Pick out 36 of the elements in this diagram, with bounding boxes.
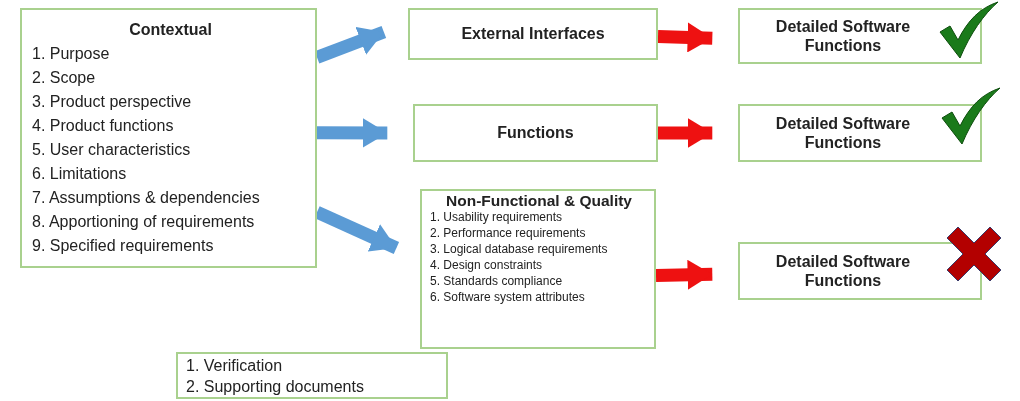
list-item: 5. Standards compliance (430, 273, 564, 289)
list-item: 7. Assumptions & dependencies (32, 188, 261, 208)
list-item: 9. Specified requirements (32, 236, 215, 256)
arrow (657, 22, 713, 53)
list-item: 6. Software system attributes (430, 289, 586, 305)
list-item: 2. Performance requirements (430, 225, 587, 241)
list-item: 8. Apportioning of requirements (32, 212, 256, 232)
box-heading: Non-Functional & Quality (445, 193, 633, 209)
list-item: 3. Logical database requirements (430, 241, 609, 257)
list-item: 6. Limitations (32, 164, 128, 184)
text-box (413, 104, 658, 162)
list-item: 2. Scope (32, 68, 97, 88)
list-item: 1. Purpose (32, 44, 111, 64)
text-box (20, 8, 317, 268)
box-heading: Contextual (128, 20, 213, 40)
text-box (176, 352, 448, 399)
box-label: Detailed Software Functions (774, 113, 912, 153)
arrow (658, 118, 713, 148)
list-item: 4. Design constraints (430, 257, 544, 273)
text-box (738, 242, 982, 300)
list-item: 1. Verification (186, 355, 284, 376)
arrow (316, 117, 388, 148)
box-label: Functions (496, 123, 575, 143)
box-label: Detailed Software Functions (774, 251, 912, 291)
list-item: 4. Product functions (32, 116, 175, 136)
list-item: 3. Product perspective (32, 92, 193, 112)
box-label: External Interfaces (460, 24, 606, 44)
text-box (420, 189, 656, 349)
list-item: 1. Usability requirements (430, 209, 564, 225)
list-item: 2. Supporting documents (186, 376, 365, 397)
text-box (738, 104, 982, 162)
arrow (655, 259, 713, 290)
box-label: Detailed Software Functions (774, 16, 912, 56)
text-box (738, 8, 982, 64)
text-box (408, 8, 658, 60)
list-item: 5. User characteristics (32, 140, 192, 160)
